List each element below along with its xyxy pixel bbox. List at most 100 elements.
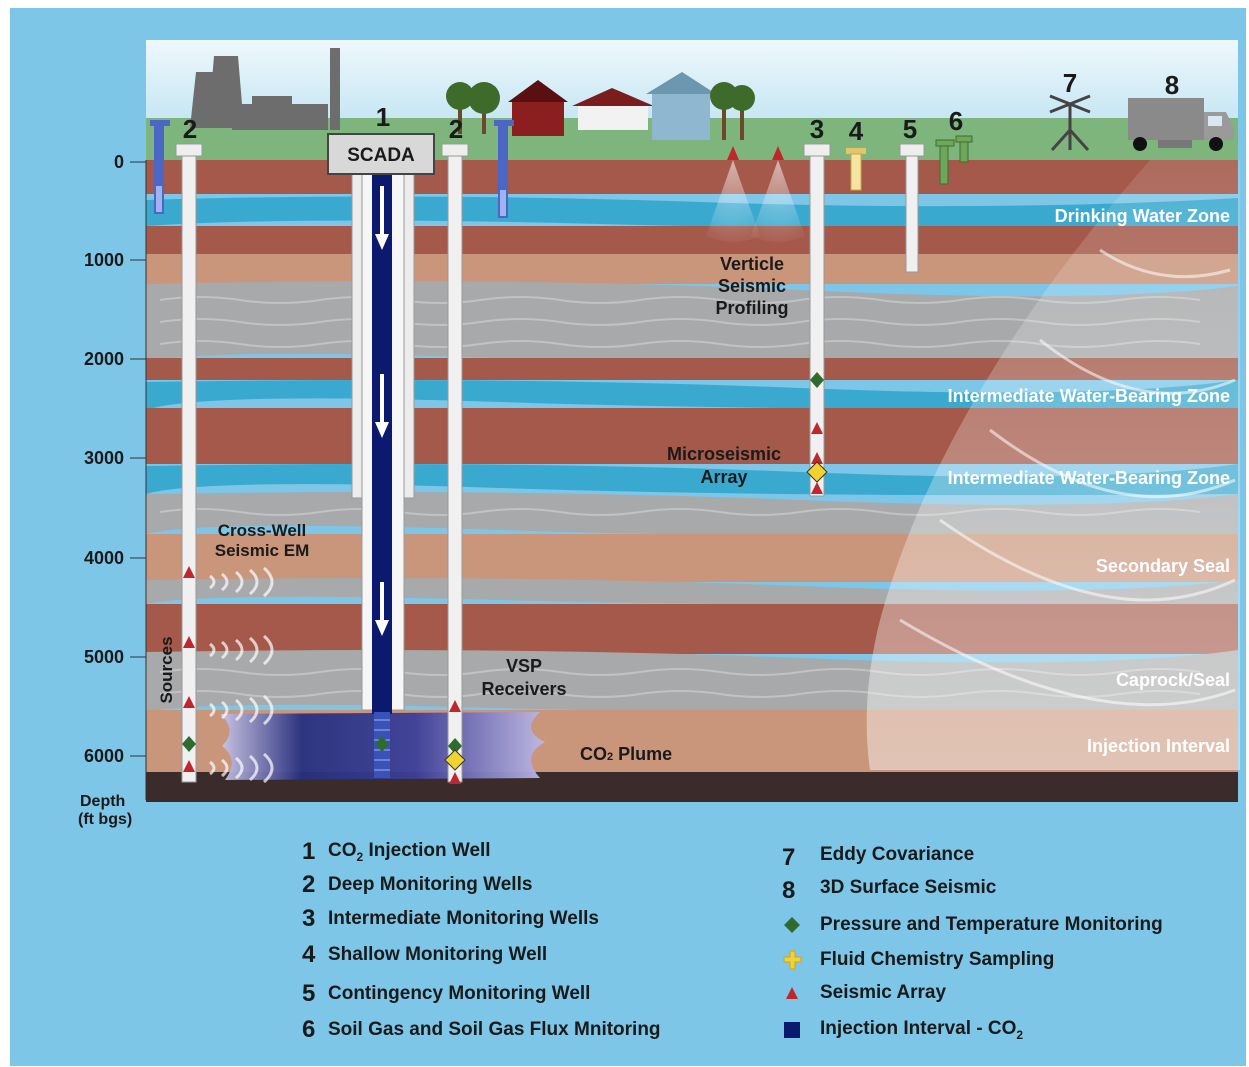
seismic-array-icon <box>183 696 195 708</box>
legend-item-seismic-array: Seismic Array <box>782 982 946 1004</box>
vsp-label-line2: Seismic <box>718 276 786 296</box>
co2-injection-well <box>327 133 435 778</box>
microseismic-label-line1: Microseismic <box>667 444 781 464</box>
legend-number: 1 <box>302 838 316 865</box>
well-number-4: 4 <box>849 116 864 146</box>
legend-label: Fluid Chemistry Sampling <box>820 949 1055 970</box>
seismic-array-icon <box>811 452 823 464</box>
legend-number: 8 <box>782 877 796 904</box>
tree-icon <box>710 82 755 140</box>
seismic-array-icon <box>449 772 461 784</box>
legend-label: Injection Interval - CO2 <box>820 1018 1024 1042</box>
well-number-2-left: 2 <box>183 114 197 144</box>
blue-house-icon <box>646 72 716 140</box>
zone-label-secondary-seal: Secondary Seal <box>1096 556 1230 576</box>
seismic-array-icon <box>183 760 195 772</box>
red-triangle-icon <box>782 982 820 1004</box>
red-house-icon <box>508 80 568 136</box>
white-house-icon <box>572 88 654 130</box>
pressure-monitor-icon <box>375 736 389 752</box>
seismic-array-icon <box>811 422 823 434</box>
legend-number: 5 <box>302 980 316 1007</box>
pressure-monitor-icon <box>182 736 196 752</box>
well-number-3: 3 <box>810 114 824 144</box>
legend-item-intermediate-wells: 3 Intermediate Monitoring Wells <box>302 905 599 933</box>
seismic-truck-icon <box>1128 98 1234 151</box>
layer-shale-2 <box>146 358 1238 380</box>
legend-number: 4 <box>302 941 316 968</box>
depth-tick-label: 5000 <box>84 647 124 667</box>
layer-drinking-water <box>146 196 1238 229</box>
vsp-sources <box>706 146 805 242</box>
depth-axis-title: Depth <box>80 793 125 810</box>
power-plant-icon <box>190 48 340 130</box>
green-diamond-icon <box>782 914 820 936</box>
shallow-monitoring-well <box>846 148 866 191</box>
legend-item-shallow-well: 4 Shallow Monitoring Well <box>302 941 547 969</box>
soil-gas-monitor-icon <box>935 135 973 185</box>
legend-item-injection-interval: Injection Interval - CO2 <box>782 1018 1023 1042</box>
houses-icon <box>446 72 755 140</box>
legend-number: 7 <box>782 844 796 871</box>
zone-label-injection-interval: Injection Interval <box>1087 736 1230 756</box>
co2-monitoring-diagram: 0 1000 2000 3000 4000 5000 6000 Depth (f… <box>78 40 1240 828</box>
pressure-monitor-icon <box>448 738 462 754</box>
legend-label: CO2 Injection Well <box>328 840 491 864</box>
well-number-7: 7 <box>1063 68 1077 98</box>
well-number-8: 8 <box>1165 70 1179 100</box>
eddy-covariance-tower-icon <box>1049 94 1091 152</box>
well-number-1: 1 <box>376 102 390 132</box>
legend-number: 2 <box>302 871 316 898</box>
scada-box <box>327 133 435 175</box>
contingency-monitoring-well <box>899 143 925 273</box>
well-number-5: 5 <box>903 114 917 144</box>
seismic-source-icon <box>772 146 784 160</box>
legend-number: 6 <box>302 1016 316 1043</box>
legend-label: Deep Monitoring Wells <box>328 874 533 895</box>
well-number-2-right: 2 <box>449 114 463 144</box>
depth-tick-label: 4000 <box>84 548 124 568</box>
pressure-monitor-icon <box>810 372 824 388</box>
legend-item-soil-gas: 6 Soil Gas and Soil Gas Flux Mnitoring <box>302 1016 661 1044</box>
seismic-array-icon <box>183 636 195 648</box>
seismic-source-icon <box>727 146 739 160</box>
intermediate-monitoring-well <box>803 143 831 497</box>
depth-tick-label: 1000 <box>84 250 124 270</box>
fluid-chemistry-icon <box>444 749 466 771</box>
seismic-array-icon <box>811 482 823 494</box>
blue-square-icon <box>782 1019 820 1041</box>
depth-tick-label: 3000 <box>84 448 124 468</box>
depth-tick-label: 2000 <box>84 349 124 369</box>
crosswell-label-line1: Cross-Well <box>218 521 307 540</box>
co2-plume-label: CO2 Plume <box>580 744 672 764</box>
legend-item-contingency-well: 5 Contingency Monitoring Well <box>302 980 590 1008</box>
well-markers <box>182 372 828 784</box>
microseismic-label-line2: Array <box>700 467 747 487</box>
legend-item-eddy-covariance: 7 Eddy Covariance <box>782 844 975 871</box>
yellow-cross-icon <box>782 949 820 971</box>
legend-item-deep-wells: 2 Deep Monitoring Wells <box>302 871 532 899</box>
seismic-array-icon <box>449 700 461 712</box>
vsp-receivers-label-line1: VSP <box>506 656 542 676</box>
well-number-6: 6 <box>949 106 963 136</box>
legend-item-fluid-chemistry: Fluid Chemistry Sampling <box>782 949 1054 971</box>
zone-label-drinking-water: Drinking Water Zone <box>1055 206 1230 226</box>
depth-axis: 0 1000 2000 3000 4000 5000 6000 Depth (f… <box>78 152 147 828</box>
legend-label: Seismic Array <box>820 982 947 1003</box>
vsp-label-line3: Profiling <box>716 298 789 318</box>
zone-label-intermediate-2: Intermediate Water-Bearing Zone <box>948 468 1230 488</box>
layer-topsoil <box>146 160 1238 194</box>
depth-tick-label: 0 <box>114 152 124 172</box>
legend-item-pressure: Pressure and Temperature Monitoring <box>782 914 1163 936</box>
zone-label-caprock: Caprock/Seal <box>1116 670 1230 690</box>
sources-label: Sources <box>157 636 176 703</box>
diagram-frame: 0 1000 2000 3000 4000 5000 6000 Depth (f… <box>10 8 1246 1066</box>
shallow-blue-well-right <box>494 120 514 218</box>
legend-number: 3 <box>302 905 316 932</box>
crosswell-waves <box>209 566 274 784</box>
legend-item-injection-well: 1 CO2 Injection Well <box>302 838 491 866</box>
surface-seismic-cone <box>866 160 1240 770</box>
deep-monitoring-well-left <box>175 143 203 783</box>
seismic-array-icon <box>183 566 195 578</box>
legend-label: Eddy Covariance <box>820 844 975 865</box>
